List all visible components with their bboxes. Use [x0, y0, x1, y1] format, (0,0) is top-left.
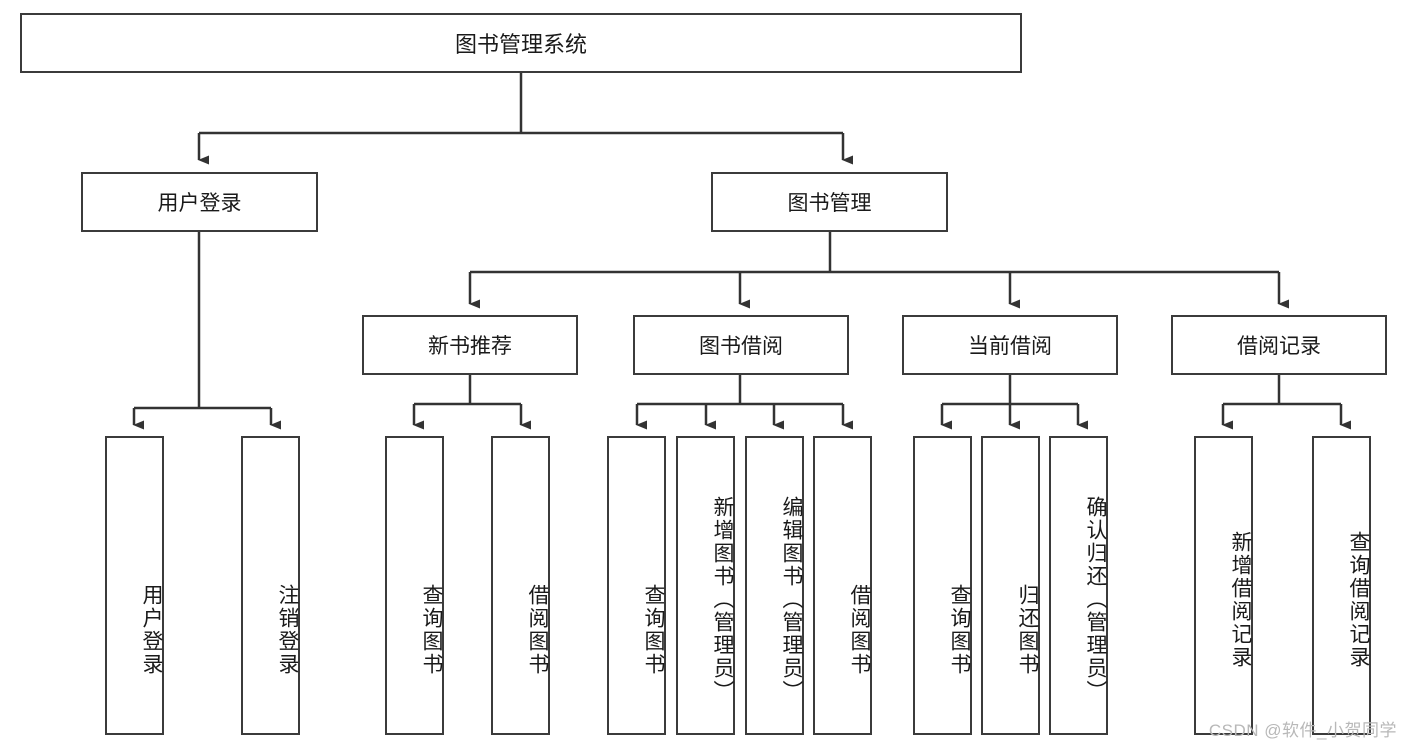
leaf-query-book-2-label: 查询图书	[642, 583, 665, 676]
leaf-add-book-admin-label: 新增图书（管理员）	[711, 496, 734, 703]
leaf-return-book-label: 归还图书	[1016, 583, 1039, 676]
leaf-borrow-book-2[interactable]: 借阅图书	[813, 436, 872, 735]
leaf-logout-login[interactable]: 注销登录	[241, 436, 300, 735]
node-current-borrow[interactable]: 当前借阅	[902, 315, 1118, 375]
node-book-borrow[interactable]: 图书借阅	[633, 315, 849, 375]
node-current-borrow-label: 当前借阅	[968, 335, 1052, 358]
leaf-query-book-2[interactable]: 查询图书	[607, 436, 666, 735]
leaf-confirm-return-admin-label: 确认归还（管理员）	[1084, 496, 1107, 703]
leaf-add-book-admin[interactable]: 新增图书（管理员）	[676, 436, 735, 735]
leaf-query-book-3[interactable]: 查询图书	[913, 436, 972, 735]
node-book-management-label: 图书管理	[787, 192, 872, 215]
node-new-book-recommend[interactable]: 新书推荐	[362, 315, 578, 375]
leaf-query-book-3-label: 查询图书	[948, 583, 971, 676]
node-user-login-label: 用户登录	[157, 192, 242, 215]
node-book-management[interactable]: 图书管理	[711, 172, 948, 232]
leaf-query-book-1-label: 查询图书	[420, 583, 443, 676]
leaf-add-borrow-record-label: 新增借阅记录	[1229, 530, 1252, 669]
leaf-borrow-book-1[interactable]: 借阅图书	[491, 436, 550, 735]
node-root-label: 图书管理系统	[454, 32, 587, 57]
node-book-borrow-label: 图书借阅	[699, 335, 783, 358]
node-new-book-recommend-label: 新书推荐	[428, 335, 512, 358]
leaf-return-book[interactable]: 归还图书	[981, 436, 1040, 735]
leaf-logout-login-label: 注销登录	[276, 583, 299, 676]
node-borrow-record-label: 借阅记录	[1237, 335, 1321, 358]
leaf-edit-book-admin-label: 编辑图书（管理员）	[780, 496, 803, 703]
leaf-query-borrow-record[interactable]: 查询借阅记录	[1312, 436, 1371, 735]
leaf-user-login-label: 用户登录	[140, 583, 163, 676]
leaf-query-borrow-record-label: 查询借阅记录	[1347, 530, 1370, 669]
leaf-edit-book-admin[interactable]: 编辑图书（管理员）	[745, 436, 804, 735]
leaf-user-login[interactable]: 用户登录	[105, 436, 164, 735]
leaf-add-borrow-record[interactable]: 新增借阅记录	[1194, 436, 1253, 735]
node-user-login[interactable]: 用户登录	[81, 172, 318, 232]
leaf-borrow-book-1-label: 借阅图书	[526, 583, 549, 676]
node-borrow-record[interactable]: 借阅记录	[1171, 315, 1387, 375]
leaf-confirm-return-admin[interactable]: 确认归还（管理员）	[1049, 436, 1108, 735]
node-root[interactable]: 图书管理系统	[20, 13, 1022, 73]
leaf-borrow-book-2-label: 借阅图书	[848, 583, 871, 676]
leaf-query-book-1[interactable]: 查询图书	[385, 436, 444, 735]
